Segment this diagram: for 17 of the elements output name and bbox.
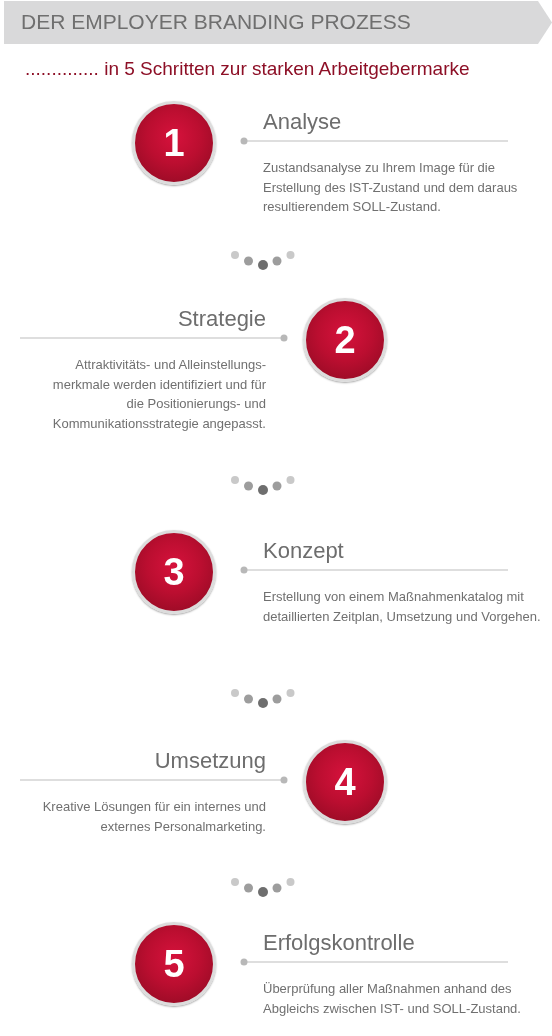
- step-number: 1: [163, 123, 185, 163]
- step-description: Erstellung von einem Maßnahmenkatalog mit detaillierten Zeitplan, Umsetzung und Vorgehen.: [263, 588, 542, 626]
- step-heading: Analyse: [263, 109, 342, 135]
- step-number: 5: [163, 944, 185, 984]
- step-description: Zustandsanalyse zu Ihrem Image für die Erstellung des IST-Zustand und dem daraus resultierendem SOLL-Zustand.: [263, 159, 519, 216]
- step-heading: Strategie: [177, 306, 266, 332]
- step-number: 3: [163, 552, 185, 592]
- step-description: Attraktivitäts- und Alleinstellungs- merkmale werden identifiziert und für die Positionierungs- und Kommunikationsstrategie angepasst.: [51, 356, 266, 433]
- step-description: Kreative Lösungen für ein internes und externes Personalmarketing.: [41, 798, 266, 836]
- step-number: 4: [334, 762, 356, 802]
- subtitle: .............. in 5 Schritten zur starken Arbeitgebermarke: [25, 58, 470, 80]
- step-heading: Erfolgskontrolle: [263, 930, 415, 956]
- step-number: 2: [334, 320, 356, 360]
- step-heading: Konzept: [263, 538, 344, 564]
- step-heading: Umsetzung: [154, 748, 266, 774]
- step-description: Überprüfung aller Maßnahmen anhand des Abgleichs zwischen IST- und SOLL-Zustand.: [263, 980, 522, 1018]
- diagram-title: DER EMPLOYER BRANDING PROZESS: [21, 9, 411, 35]
